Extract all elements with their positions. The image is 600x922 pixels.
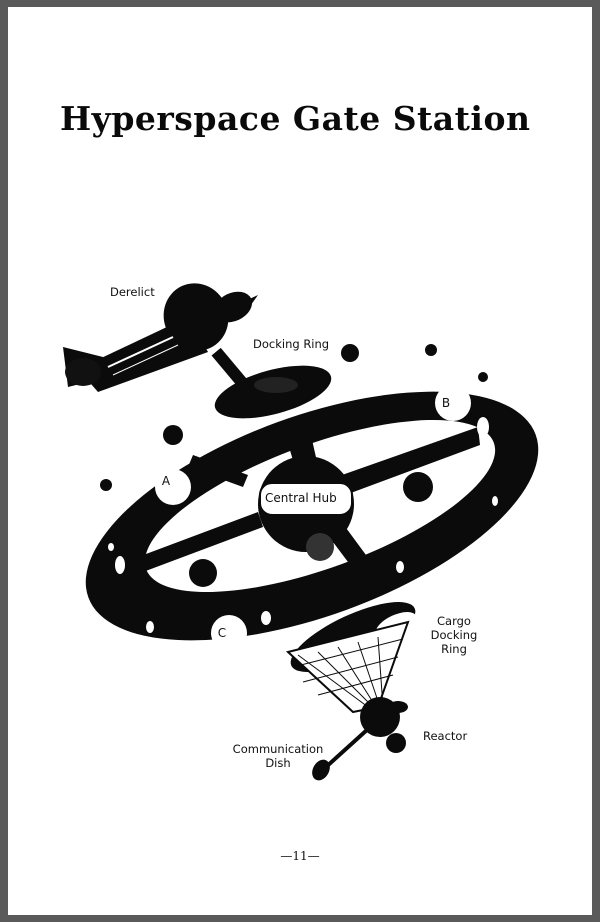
- label-sector-c: C: [217, 626, 227, 640]
- sector-c-marker: [211, 615, 247, 651]
- label-cargo-line2: Docking: [430, 628, 478, 642]
- page-title: Hyperspace Gate Station: [60, 99, 531, 138]
- label-sector-a: A: [161, 474, 171, 488]
- sector-b-marker: [435, 385, 471, 421]
- label-communication-dish: Communication Dish: [228, 742, 328, 770]
- label-cargo-line1: Cargo: [437, 614, 471, 628]
- derelict-ship: [63, 283, 258, 392]
- label-reactor: Reactor: [423, 729, 468, 743]
- label-derelict: Derelict: [110, 285, 155, 299]
- docking-ring: [214, 344, 488, 419]
- label-sector-b: B: [441, 396, 451, 410]
- label-cargo-docking-ring: Cargo Docking Ring: [426, 614, 482, 656]
- label-cargo-line3: Ring: [441, 642, 467, 656]
- label-comm-line2: Dish: [265, 756, 291, 770]
- page-number: —11—: [280, 849, 320, 863]
- sector-a-marker: [155, 469, 191, 505]
- cargo-docking-ring: [285, 602, 417, 714]
- label-docking-ring: Docking Ring: [253, 337, 330, 351]
- central-hub: [258, 456, 354, 561]
- document-page: Hyperspace Gate Station: [8, 7, 592, 915]
- label-central-hub: Central Hub: [265, 491, 337, 505]
- label-comm-line1: Communication: [232, 742, 324, 756]
- reactor: [360, 697, 408, 753]
- communication-dish: [312, 727, 370, 781]
- station-illustration: [63, 283, 539, 781]
